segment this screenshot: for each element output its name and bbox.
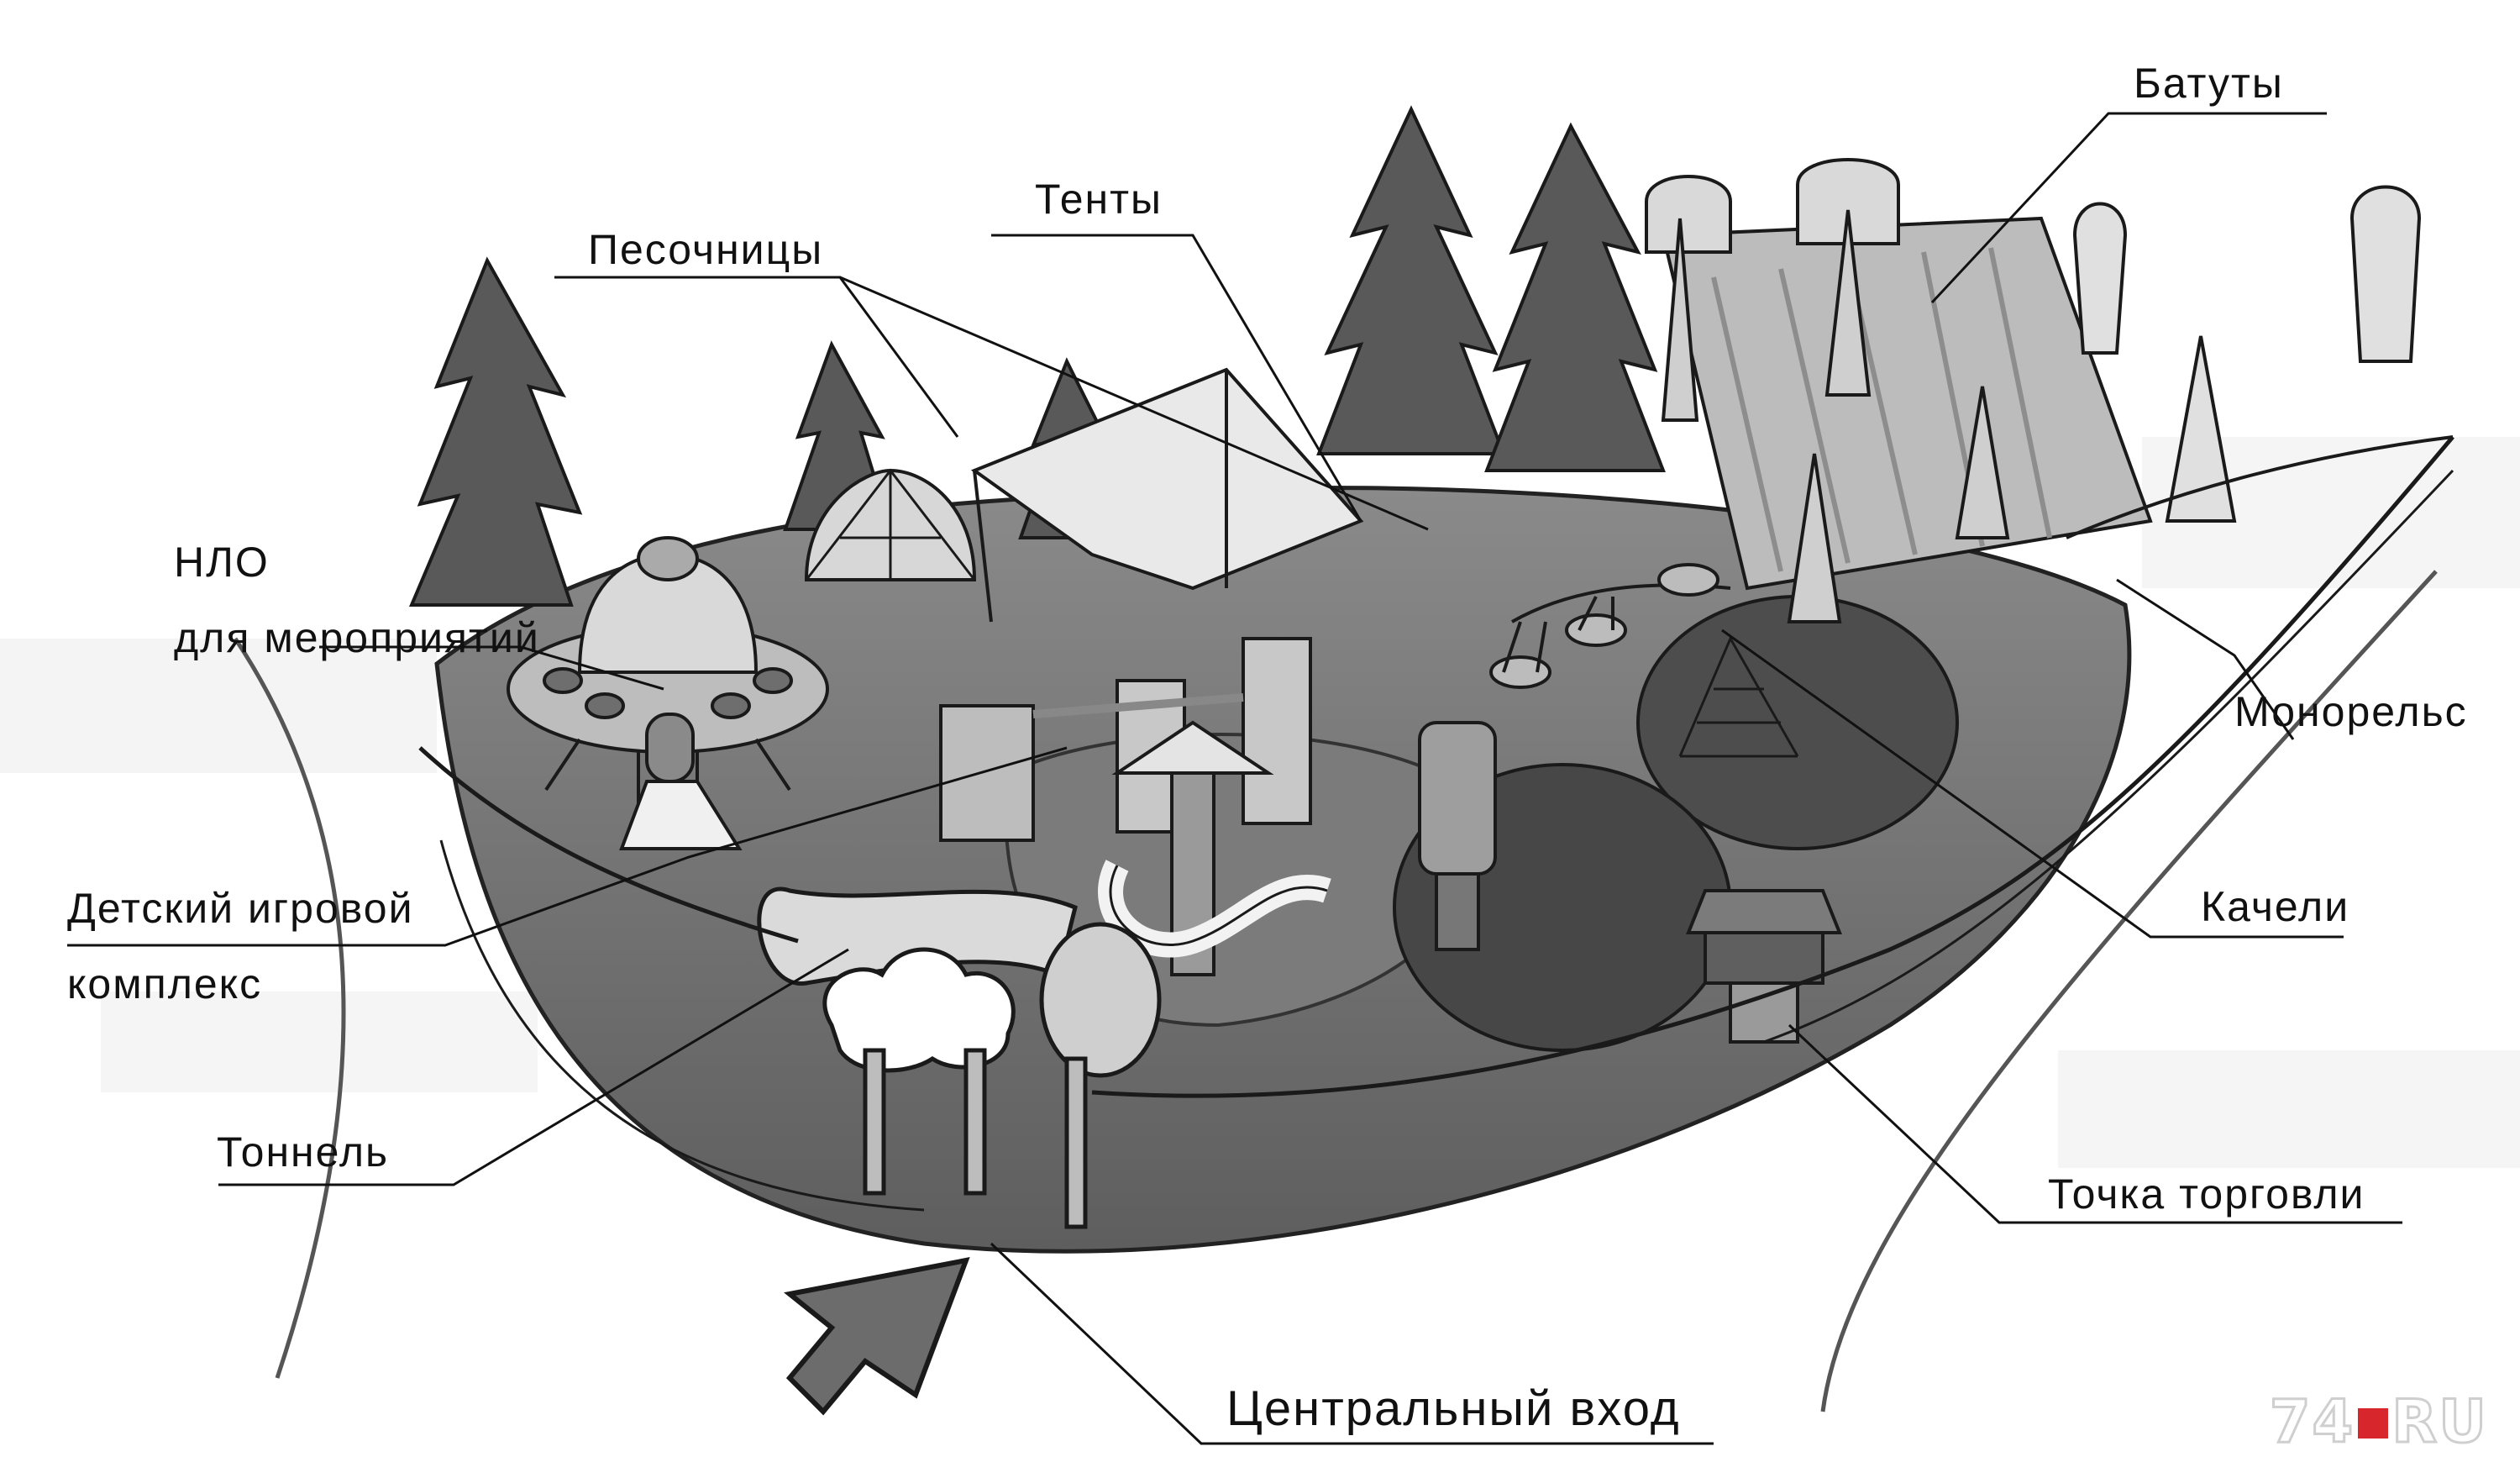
- leader-tents: [991, 234, 1362, 522]
- ufo-building: [507, 536, 829, 850]
- tunnel: [757, 886, 1078, 986]
- trampolines: [1645, 158, 2422, 623]
- logo-dot-icon: [2358, 1408, 2389, 1439]
- label-sandboxes: Песочницы: [588, 226, 824, 273]
- label-playground-subtitle: комплекс: [67, 960, 263, 1007]
- leader-swings: [1721, 629, 2344, 939]
- leader-tunnel: [218, 948, 849, 1186]
- rope-net: [1678, 635, 1799, 758]
- tree-left: [408, 256, 583, 607]
- logo-prefix: 74: [2268, 1386, 2355, 1458]
- leader-entrance: [990, 1242, 1714, 1445]
- cloud-arch: [822, 947, 1016, 1073]
- label-tunnel: Тоннель: [217, 1128, 390, 1176]
- label-ufo: НЛО: [174, 539, 270, 586]
- label-playground: Детский игровой: [67, 885, 414, 932]
- label-swings: Качели: [2201, 883, 2350, 930]
- label-ufo-subtitle: для мероприятий: [174, 614, 540, 661]
- leader-kiosk: [1788, 1023, 2402, 1224]
- ufo-stairs: [619, 780, 743, 850]
- entrance-arrow-icon: [784, 1257, 970, 1416]
- label-kiosk: Точка торговли: [2048, 1170, 2365, 1218]
- monorail-track: [418, 435, 2454, 1098]
- sandbox-domes: [804, 468, 977, 581]
- leader-ufo: [319, 645, 664, 691]
- leader-lines: [67, 112, 2402, 1445]
- entrance-arch: [757, 886, 1162, 1229]
- tents: [970, 367, 1364, 623]
- logo-suffix: RU: [2391, 1386, 2488, 1458]
- tree-back-1: [1316, 105, 1506, 455]
- road-outlines: [233, 570, 2438, 1412]
- label-tents: Тенты: [1035, 176, 1163, 223]
- label-monorail: Монорельс: [2234, 688, 2468, 735]
- site-logo: 74 RU: [2268, 1386, 2488, 1458]
- leader-playground: [67, 746, 1068, 947]
- leader-trampolines: [1930, 112, 2327, 304]
- leader-sandboxes-2: [839, 276, 1429, 531]
- label-entrance: Центральный вход: [1226, 1381, 1681, 1436]
- playground: [939, 637, 1497, 976]
- swings: [1489, 563, 1731, 689]
- label-trampolines: Батуты: [2134, 60, 2284, 107]
- background-haze: [0, 437, 2520, 1168]
- tree-back-2: [1484, 122, 1666, 472]
- leader-monorail: [2116, 578, 2295, 740]
- tent-canopy: [970, 367, 1364, 591]
